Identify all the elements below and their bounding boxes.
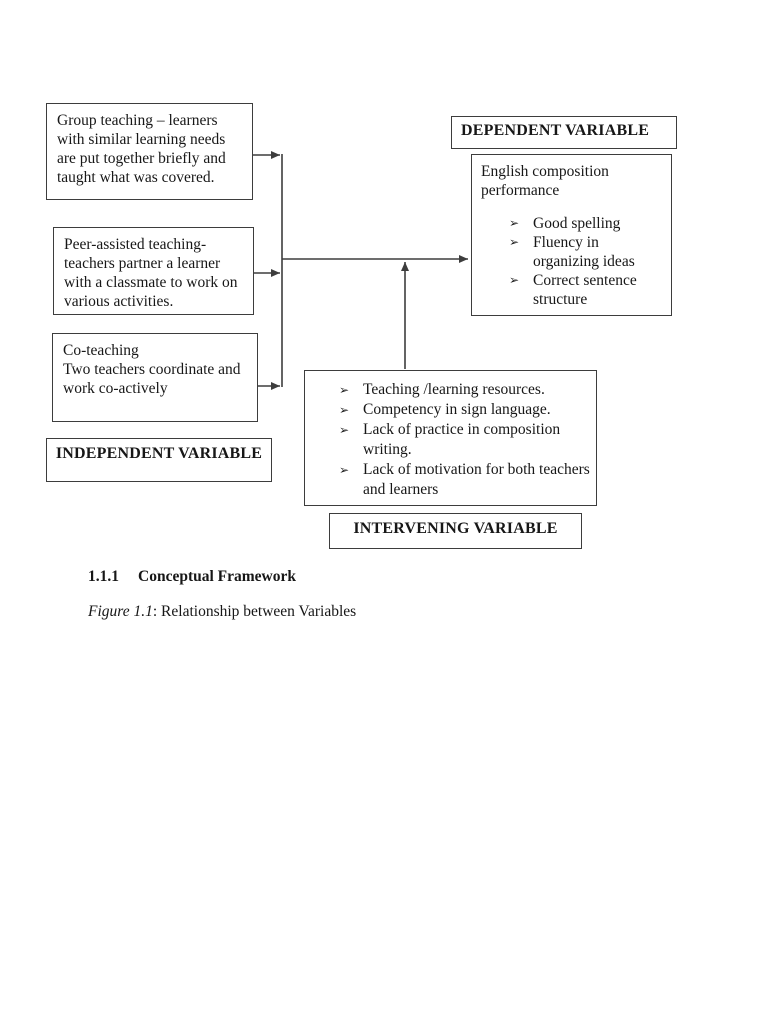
list-item: ➢ Lack of practice in composition writin… <box>339 420 592 460</box>
figure-caption: Figure 1.1: Relationship between Variabl… <box>88 603 356 621</box>
dependent-bullet-list: ➢ Good spelling ➢ Fluency in organizing … <box>481 214 665 309</box>
intervening-variable-label-text: INTERVENING VARIABLE <box>353 520 558 537</box>
list-item: ➢ Lack of motivation for both teachers a… <box>339 460 592 500</box>
independent-variable-label-text: INDEPENDENT VARIABLE <box>55 445 263 462</box>
list-item-text: Good spelling <box>533 215 621 232</box>
section-number: 1.1.1 <box>88 568 119 585</box>
list-item-text: Competency in sign language. <box>363 401 551 418</box>
box-english-composition: English composition performance ➢ Good s… <box>471 154 672 316</box>
arrow-bullet-icon: ➢ <box>509 273 520 287</box>
box-group-teaching: Group teaching – learners with similar l… <box>46 103 253 200</box>
intervening-bullet-list: ➢ Teaching /learning resources. ➢ Compet… <box>313 380 592 500</box>
list-item-text: Teaching /learning resources. <box>363 381 545 398</box>
arrow-bullet-icon: ➢ <box>339 383 350 397</box>
box-co-teaching: Co-teaching Two teachers coordinate and … <box>52 333 258 422</box>
dependent-box-title: English composition performance <box>481 163 609 199</box>
independent-variable-label: INDEPENDENT VARIABLE <box>46 438 272 482</box>
arrow-bullet-icon: ➢ <box>339 403 350 417</box>
list-item-text: Correct sentence structure <box>533 272 637 308</box>
dependent-variable-label: DEPENDENT VARIABLE <box>451 116 677 149</box>
intervening-variable-label: INTERVENING VARIABLE <box>329 513 582 549</box>
figure-label: Figure 1.1 <box>88 603 153 620</box>
list-item-text: Lack of motivation for both teachers and… <box>363 461 590 498</box>
peer-assisted-text: Peer-assisted teaching- teachers partner… <box>64 236 238 310</box>
list-item: ➢ Fluency in organizing ideas <box>509 233 665 271</box>
list-item-text: Fluency in organizing ideas <box>533 234 635 270</box>
co-teaching-text: Two teachers coordinate and work co-acti… <box>63 361 241 397</box>
dependent-variable-label-text: DEPENDENT VARIABLE <box>461 122 650 139</box>
arrow-bullet-icon: ➢ <box>339 463 350 477</box>
arrow-bullet-icon: ➢ <box>339 423 350 437</box>
box-intervening-factors: ➢ Teaching /learning resources. ➢ Compet… <box>304 370 597 506</box>
figure-caption-text: : Relationship between Variables <box>152 603 357 620</box>
co-teaching-title: Co-teaching <box>63 342 139 359</box>
list-item: ➢ Good spelling <box>509 214 665 233</box>
list-item-text: Lack of practice in composition writing. <box>363 421 561 458</box>
box-peer-assisted: Peer-assisted teaching- teachers partner… <box>53 227 254 315</box>
list-item: ➢ Competency in sign language. <box>339 400 592 420</box>
arrow-bullet-icon: ➢ <box>509 235 520 249</box>
arrow-bullet-icon: ➢ <box>509 216 520 230</box>
group-teaching-text: Group teaching – learners with similar l… <box>57 112 226 186</box>
section-title: Conceptual Framework <box>138 568 296 585</box>
list-item: ➢ Correct sentence structure <box>509 271 665 309</box>
section-heading: 1.1.1 Conceptual Framework <box>88 568 296 586</box>
list-item: ➢ Teaching /learning resources. <box>339 380 592 400</box>
